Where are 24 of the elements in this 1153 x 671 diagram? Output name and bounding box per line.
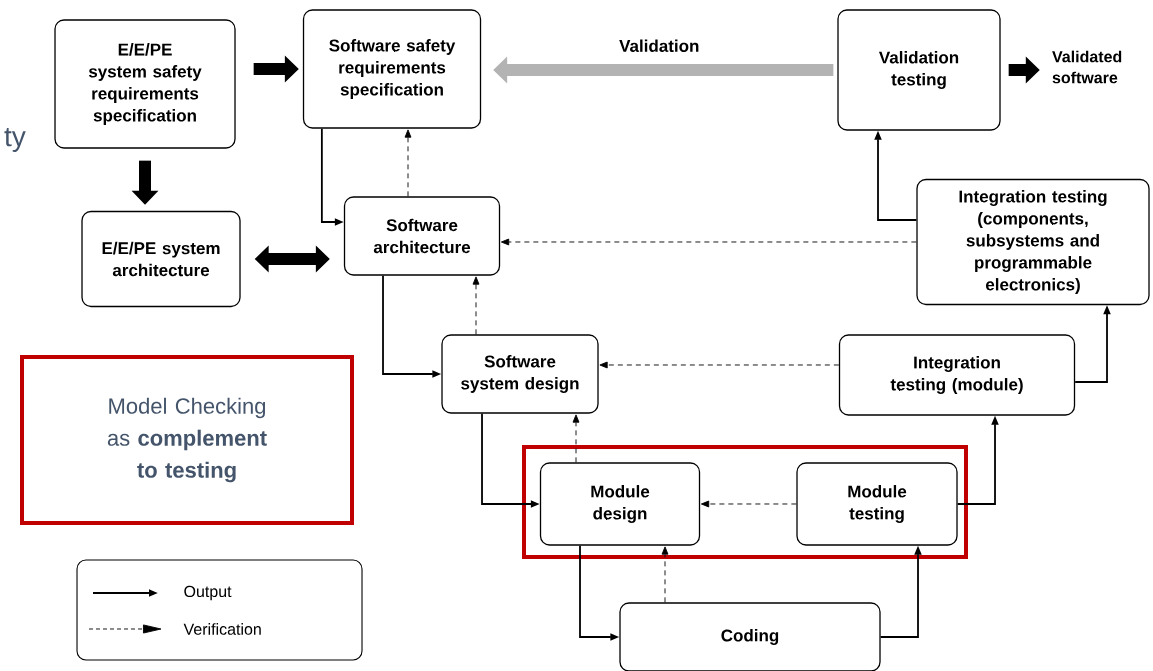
arrow: [599, 361, 840, 369]
process-box: Integration testing (module): [838, 334, 1076, 416]
arrow: [700, 500, 797, 508]
process-box: Software safety requirements specification: [302, 9, 482, 129]
callout-box: Model Checking as complement to testing: [20, 355, 354, 525]
arrow: [500, 238, 917, 246]
edge-label: Validation: [619, 39, 699, 52]
legend: Output Verification: [76, 559, 363, 661]
process-box: Validation testing: [837, 9, 1001, 131]
arrow: [572, 414, 580, 463]
process-box: Module design: [539, 462, 701, 546]
process-box: Module testing: [796, 462, 958, 546]
arrow: [661, 546, 669, 603]
process-box: E/E/PE system safety requirements specification: [54, 19, 236, 149]
arrow: [404, 129, 412, 197]
process-box: E/E/PE system architecture: [81, 210, 241, 308]
process-box: Software system design: [441, 334, 599, 414]
process-box: Software architecture: [343, 196, 501, 276]
text-fragment: ty: [4, 128, 26, 152]
process-box: Coding: [619, 602, 881, 671]
output-label: Validated software: [1052, 50, 1122, 84]
arrow: [472, 276, 480, 335]
process-box: Integration testing (components, subsystems and programmable electronics): [916, 178, 1150, 306]
highlight-frame: [522, 445, 968, 559]
